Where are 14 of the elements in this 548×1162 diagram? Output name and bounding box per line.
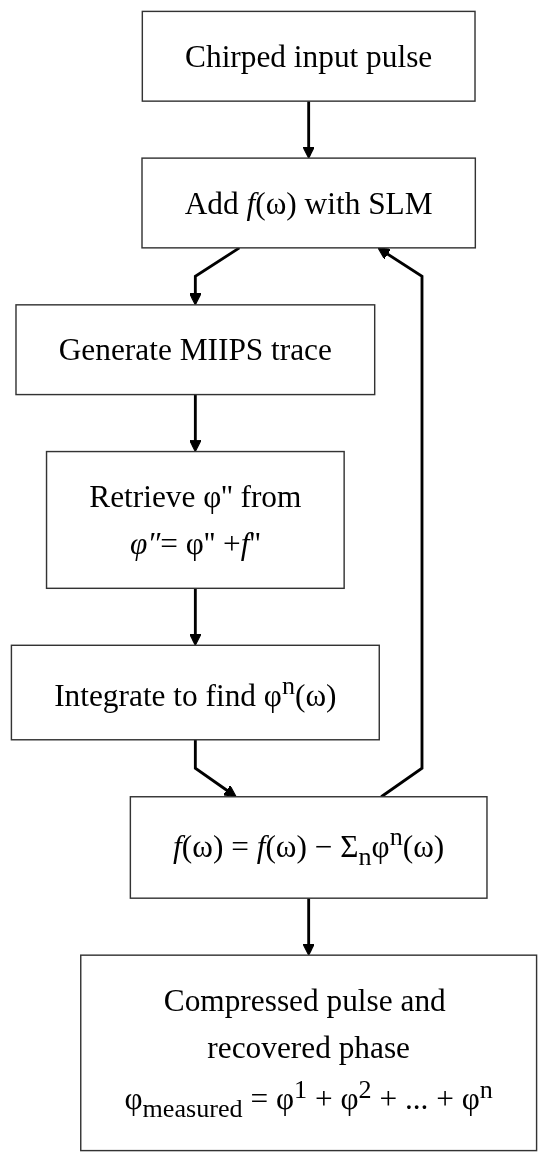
node-box: Chirped input pulse <box>141 10 476 102</box>
arrow <box>189 588 202 646</box>
node-box: Compressed pulse and recovered phase φ$_{measured}$ = φ$^{1}$ + φ$^{2}$ + ... + φ$^{n}$ <box>80 954 538 1152</box>
node-box: Generate MIIPS trace <box>15 304 376 396</box>
node-box: Retrieve φ'' from φ″= φ'' +f'' <box>45 450 345 589</box>
arrow <box>193 739 237 798</box>
arrow <box>189 394 202 453</box>
node-box: f(ω) = f(ω) − Σ$_{n}$φ$^{n}$(ω) <box>129 796 488 899</box>
node-box: Add f(ω) with SLM <box>141 157 477 249</box>
arrow <box>302 898 315 956</box>
node-box: Integrate to find φ$^{n}$(ω) <box>10 644 380 741</box>
arrow <box>377 247 424 798</box>
arrow <box>189 246 241 306</box>
arrow <box>302 101 315 159</box>
